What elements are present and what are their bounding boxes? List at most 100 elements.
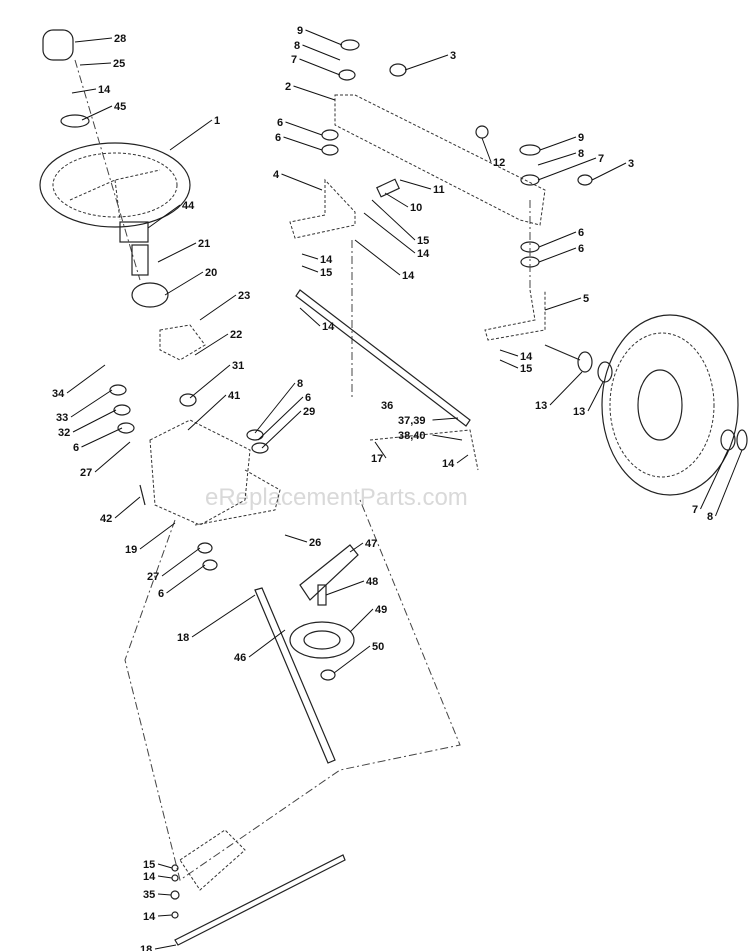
callout-number: 35 xyxy=(143,889,155,901)
leader-line xyxy=(194,333,229,356)
callout-number: 15 xyxy=(143,859,155,871)
leader-line xyxy=(81,105,113,121)
callout-14: 14 xyxy=(499,349,533,363)
callout-6: 6 xyxy=(73,427,123,454)
callout-8: 8 xyxy=(254,378,303,434)
callout-number: 25 xyxy=(113,58,125,70)
leader-line xyxy=(456,454,469,464)
callout-31: 31 xyxy=(189,360,244,399)
callout-3: 3 xyxy=(591,158,634,181)
callout-number: 7 xyxy=(692,504,698,516)
callout-number: 6 xyxy=(578,227,584,239)
callout-number: 18 xyxy=(177,632,189,644)
callout-number: 37,39 xyxy=(398,415,426,427)
leader-line xyxy=(254,382,296,434)
callout-19: 19 xyxy=(125,522,176,556)
leader-line xyxy=(191,594,256,638)
callout-number: 6 xyxy=(73,442,79,454)
callout-6: 6 xyxy=(257,392,311,441)
callout-number: 11 xyxy=(433,184,445,196)
leader-line xyxy=(114,496,141,519)
leader-line xyxy=(539,136,577,151)
leader-line xyxy=(199,294,237,321)
callout-number: 4 xyxy=(273,169,280,181)
callout-number: 14 xyxy=(417,248,430,260)
callout-14: 14 xyxy=(143,871,173,883)
callout-47: 47 xyxy=(349,538,377,553)
leader-line xyxy=(293,85,336,101)
callout-45: 45 xyxy=(81,101,126,121)
leader-line xyxy=(363,212,416,254)
callout-number: 27 xyxy=(80,467,92,479)
callout-6: 6 xyxy=(275,132,323,151)
callout-21: 21 xyxy=(157,238,210,263)
callout-44: 44 xyxy=(147,200,195,229)
callout-number: 49 xyxy=(375,604,387,616)
leader-line xyxy=(281,173,323,191)
callout-2: 2 xyxy=(285,81,336,101)
callout-34: 34 xyxy=(52,364,106,400)
callout-labels: 2825144514421202322313433326274186294219… xyxy=(52,25,743,951)
leader-line xyxy=(549,371,583,406)
leader-line xyxy=(248,629,286,658)
callout-number: 14 xyxy=(322,321,335,333)
callout-number: 28 xyxy=(114,33,126,45)
callout-number: 7 xyxy=(291,54,297,66)
callout-7: 7 xyxy=(692,449,729,516)
callout-number: 10 xyxy=(410,202,422,214)
callout-number: 8 xyxy=(297,378,303,390)
callout-6: 6 xyxy=(538,243,584,263)
leader-line xyxy=(169,119,213,151)
leader-line xyxy=(139,522,176,550)
callout-number: 15 xyxy=(520,363,532,375)
callout-1: 1 xyxy=(169,115,220,151)
leader-line xyxy=(157,242,197,263)
callout-number: 14 xyxy=(143,911,156,923)
leader-line xyxy=(71,88,97,94)
leader-line xyxy=(72,409,117,433)
callout-36: 36 xyxy=(381,400,393,412)
callout-number: 9 xyxy=(578,132,584,144)
callout-50: 50 xyxy=(333,641,384,674)
callout-number: 21 xyxy=(198,238,210,250)
leader-line xyxy=(374,441,387,459)
callout-38-40: 38,40 xyxy=(398,430,463,442)
leader-line xyxy=(261,410,302,449)
leader-line xyxy=(161,547,201,577)
callout-number: 12 xyxy=(493,157,505,169)
callout-number: 33 xyxy=(56,412,68,424)
callout-10: 10 xyxy=(384,192,422,214)
leader-line xyxy=(325,580,365,596)
callout-number: 14 xyxy=(320,254,333,266)
callout-6: 6 xyxy=(538,227,584,248)
callout-number: 6 xyxy=(158,588,164,600)
callout-number: 15 xyxy=(417,235,429,247)
leader-line xyxy=(537,152,577,166)
callout-15: 15 xyxy=(371,199,429,247)
callout-20: 20 xyxy=(164,267,217,296)
leader-line xyxy=(187,394,227,431)
callout-number: 46 xyxy=(234,652,246,664)
callout-27: 27 xyxy=(147,547,201,583)
callout-number: 9 xyxy=(297,25,303,37)
callout-number: 29 xyxy=(303,406,315,418)
leader-line xyxy=(399,179,432,190)
callout-4: 4 xyxy=(273,169,323,191)
leader-line xyxy=(499,359,519,369)
leader-line xyxy=(157,863,173,869)
leader-line xyxy=(157,893,172,896)
leader-line xyxy=(299,307,321,327)
callout-8: 8 xyxy=(537,148,584,166)
callout-number: 23 xyxy=(238,290,250,302)
callout-14: 14 xyxy=(71,84,111,96)
callout-number: 17 xyxy=(371,453,383,465)
callout-9: 9 xyxy=(297,25,343,46)
callout-number: 47 xyxy=(365,538,377,550)
callout-number: 42 xyxy=(100,513,112,525)
leader-line xyxy=(384,192,409,208)
callout-41: 41 xyxy=(187,390,240,431)
callout-46: 46 xyxy=(234,629,286,664)
callout-13: 13 xyxy=(573,381,604,418)
